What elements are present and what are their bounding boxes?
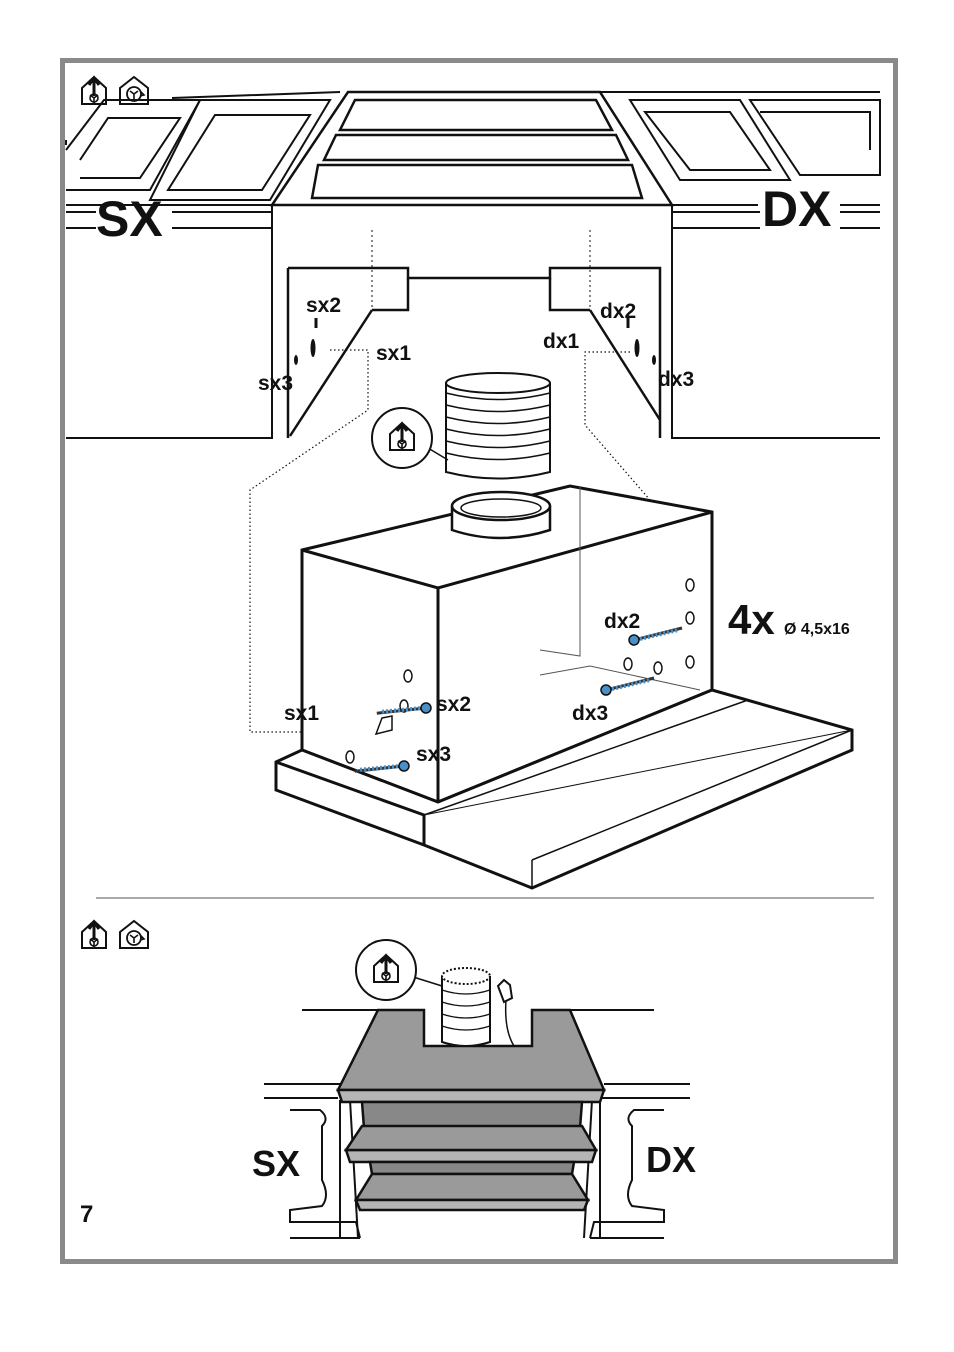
left-cabinets	[65, 91, 341, 439]
bottom-right-side-label: DX	[646, 1139, 696, 1180]
label-upper-sx1: sx1	[376, 342, 411, 365]
bottom-hood	[335, 1008, 606, 1212]
label-upper-dx1: dx1	[543, 330, 580, 353]
ducted-mode-icon	[80, 919, 108, 950]
bottom-mode-icons	[80, 919, 149, 950]
label-screw-sx2: sx2	[436, 693, 471, 716]
bottom-left-side-label: SX	[252, 1143, 300, 1184]
label-screw-sx1: sx1	[284, 702, 319, 725]
label-upper-dx3: dx3	[658, 368, 694, 391]
duct-callout	[371, 407, 449, 469]
page-frame	[60, 58, 898, 1264]
upper-cabinet	[269, 90, 675, 438]
hood-tray	[274, 688, 854, 890]
bottom-cabinet-outline	[264, 1009, 690, 1239]
top-left-side-label: SX	[96, 191, 163, 247]
screw-count: 4x	[728, 596, 775, 643]
hook-bracket	[374, 715, 393, 736]
ducted-mode-icon	[80, 75, 108, 106]
flexible-duct	[445, 372, 551, 480]
screw-spec: Ø 4,5x16	[784, 621, 850, 638]
label-upper-sx2: sx2	[306, 294, 341, 317]
mounting-holes	[345, 578, 695, 764]
upper-slot-marks	[294, 318, 656, 365]
bottom-duct-callout	[355, 939, 443, 1001]
page-number: 7	[80, 1201, 93, 1228]
recirculation-mode-icon	[119, 920, 149, 949]
bottom-duct	[441, 967, 491, 1047]
label-screw-dx2: dx2	[604, 610, 640, 633]
label-upper-sx3: sx3	[258, 372, 293, 395]
right-cabinets	[600, 91, 881, 439]
power-plug-icon	[496, 978, 515, 1047]
top-right-side-label: DX	[762, 181, 831, 237]
label-screw-sx3: sx3	[416, 743, 451, 766]
label-upper-dx2: dx2	[600, 300, 636, 323]
hood-collar	[450, 490, 552, 540]
label-screw-dx3: dx3	[572, 702, 608, 725]
hood-body	[300, 484, 714, 804]
